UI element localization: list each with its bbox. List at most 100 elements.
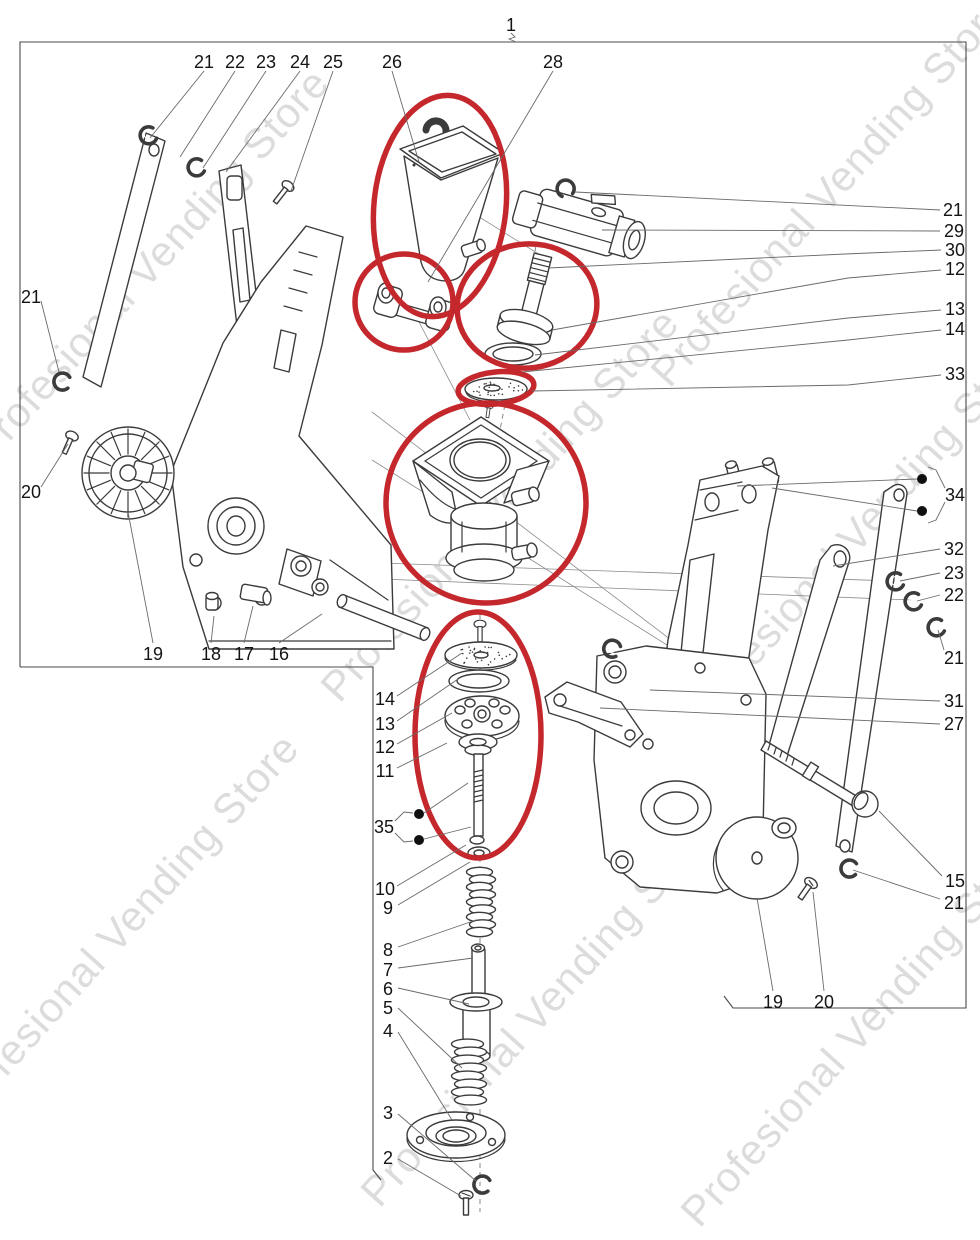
callout-label-11: 11 [376,761,395,781]
callout-dot [414,809,424,819]
leader-line [853,870,940,899]
part-base-flange [407,1112,505,1162]
leader-line [398,862,470,905]
callout-dot [917,506,927,516]
callout-label-23: 23 [256,52,276,72]
leader-line [398,920,476,947]
leader-line [203,71,266,168]
callout-label-32: 32 [944,539,964,559]
leader-line [397,713,452,744]
callout-label-31: 31 [944,691,964,711]
callout-label-21: 21 [194,52,214,72]
callout-label-1: 1 [506,15,516,35]
callout-label-29: 29 [944,221,964,241]
e-clip-icon [473,1175,491,1194]
callout-label-24: 24 [290,52,310,72]
callout-label-9: 9 [383,898,393,918]
callout-label-22: 22 [225,52,245,72]
leader-line [424,827,471,839]
e-clip-icon [840,859,856,877]
e-clip-icon [186,157,205,177]
callout-label-15: 15 [945,871,965,891]
part-bottom-screw [459,1191,473,1216]
part-top-screw [474,620,486,642]
leader-line [602,230,940,231]
callout-label-21: 21 [944,648,964,668]
leader-line [813,892,824,991]
e-clip-icon [53,372,71,391]
callout-label-22: 22 [944,585,964,605]
callout-label-20: 20 [21,482,41,502]
callout-label-12: 12 [375,737,395,757]
part-brewer-body [413,417,549,581]
callout-label-16: 16 [269,644,289,664]
part-motor-unit [510,171,654,265]
callout-label-35: 35 [374,817,394,837]
callout-label-17: 17 [234,644,254,664]
part-long-spring [467,867,496,936]
leader-line [928,502,945,523]
callout-label-13: 13 [375,714,395,734]
part-spring [452,1039,487,1105]
leader-line [917,595,940,601]
part-left-screw-b [58,429,79,456]
callout-label-3: 3 [383,1103,393,1123]
leader-line [180,71,235,157]
leader-line [575,192,940,210]
callout-label-19: 19 [763,992,783,1012]
leader-line [398,1159,461,1196]
leader-line [398,958,473,968]
leader-line [428,71,553,282]
leader-line [928,467,945,488]
callout-label-30: 30 [945,240,965,260]
leader-line [128,512,153,643]
leader-line [41,444,68,487]
callout-label-33: 33 [945,364,965,384]
e-clip-icon [903,591,922,611]
callout-label-5: 5 [383,998,393,1018]
leader-line [900,573,940,581]
e-clip-icon [926,617,945,637]
callout-dot [414,835,424,845]
callout-label-23: 23 [944,563,964,583]
leader-line [552,270,941,330]
leader-line [395,812,413,821]
leader-line [291,71,333,191]
part-cone-washer [459,734,497,755]
part-stud [206,593,218,611]
callout-dot [917,474,927,484]
part-threaded-shaft [468,754,490,859]
callout-label-19: 19 [143,644,163,664]
callout-label-26: 26 [382,52,402,72]
part-grinder-disc [445,642,517,692]
leader-line [226,71,300,172]
part-ribbed-wheel [82,427,174,519]
callout-label-21: 21 [21,287,41,307]
leader-line [150,71,204,138]
callout-label-12: 12 [945,259,965,279]
part-mount-bracket [372,283,455,333]
leader-line [532,375,941,391]
callout-label-2: 2 [383,1148,393,1168]
part-left-screw-a [270,178,296,206]
leader-line [41,301,59,372]
callout-label-18: 18 [201,644,221,664]
leader-line [398,1032,452,1120]
callout-label-25: 25 [323,52,343,72]
part-pin [472,944,486,998]
callout-label-14: 14 [375,689,395,709]
leader-line [879,811,942,876]
callout-label-21: 21 [943,200,963,220]
callout-label-4: 4 [383,1021,393,1041]
leader-line [424,783,468,813]
part-piston-valve [485,249,569,365]
callout-label-13: 13 [945,299,965,319]
leader-line [757,898,773,991]
callout-label-20: 20 [814,992,834,1012]
callout-label-8: 8 [383,940,393,960]
callout-label-7: 7 [383,960,393,980]
part-left-lever-arm [83,133,165,387]
callout-label-21: 21 [944,893,964,913]
leader-line [397,743,447,768]
